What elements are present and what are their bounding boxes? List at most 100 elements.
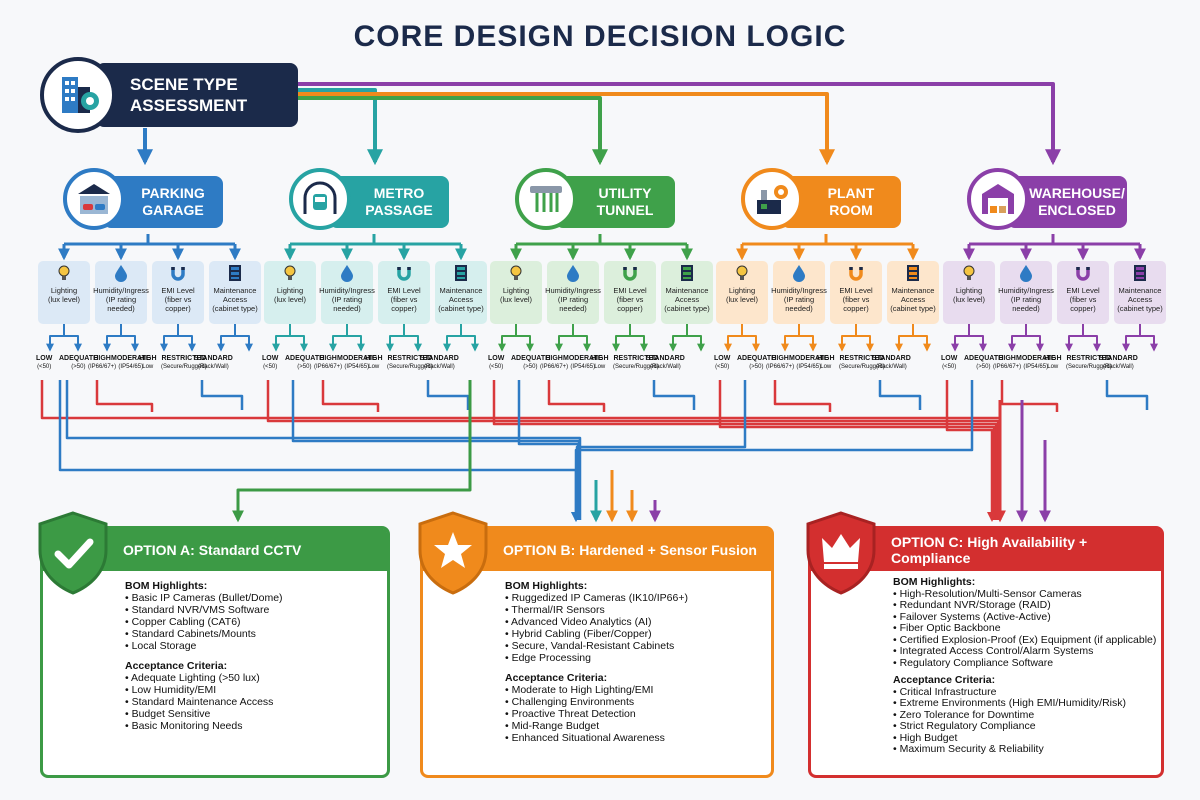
metro-train-icon — [289, 168, 351, 230]
level-name: STANDARD — [1099, 355, 1138, 362]
connector-root-to-plant — [298, 92, 835, 166]
connector-root-to-utility — [298, 96, 608, 166]
connector-to-option-b-blue — [58, 380, 581, 522]
factor-sublabel: (lux level) — [47, 295, 81, 304]
connector-factor-split — [838, 324, 857, 352]
factor-label: Humidity/Ingress — [771, 286, 827, 295]
factor-sublabel: (fiber vs copper) — [390, 295, 418, 313]
level-name: ADEQUATE — [964, 355, 1003, 362]
list-item: Standard Cabinets/Mounts — [125, 628, 387, 640]
factor-label: EMI Level — [613, 286, 647, 295]
connector-factor-split — [630, 335, 648, 352]
factor-label: Humidity/Ingress — [998, 286, 1054, 295]
list-item: Advanced Video Analytics (AI) — [505, 616, 771, 628]
scene-line2: ENCLOSED — [1038, 202, 1116, 218]
factor-card-server-cabinet: Maintenance Access (cabinet type) — [435, 261, 487, 324]
magnet-icon — [395, 264, 413, 286]
factor-card-server-cabinet: Maintenance Access (cabinet type) — [887, 261, 939, 324]
connector-high-ingress — [321, 380, 380, 412]
level-detail: (IP54/65) — [344, 364, 370, 370]
list-item: Failover Systems (Active-Active) — [893, 611, 1161, 624]
connector-factor-split — [1083, 335, 1101, 352]
factor-card-lightbulb: Lighting (lux level) — [716, 261, 768, 324]
list-item: Basic IP Cameras (Bullet/Dome) — [125, 592, 387, 604]
server-cabinet-icon — [904, 264, 922, 286]
acceptance-heading: Acceptance Criteria: — [893, 674, 996, 686]
level-label: MODERATE(IP54/65) — [563, 355, 603, 371]
connector-high-ingress — [547, 380, 606, 412]
factor-sublabel: (lux level) — [499, 295, 533, 304]
level-name: STANDARD — [646, 355, 685, 362]
connector-factor-split — [724, 324, 743, 352]
level-label: LOW(<50) — [488, 355, 504, 371]
level-detail: (IP66/67+) — [314, 364, 343, 370]
connector-standard-access — [652, 380, 696, 410]
connector-factor-split — [347, 335, 365, 352]
factor-label: Maintenance Access — [665, 286, 709, 304]
connector-factor-split — [178, 335, 196, 352]
level-detail: (IP66/67+) — [993, 364, 1022, 370]
connector-factor-split — [895, 324, 914, 352]
factor-sublabel: (IP rating needed) — [1010, 295, 1042, 313]
level-name: HIGH — [1044, 355, 1062, 362]
level-detail: (Rack/Wall) — [649, 364, 681, 370]
level-detail: (<50) — [263, 364, 278, 370]
level-label: HIGH(IP66/67+) — [993, 355, 1021, 371]
level-name: MODERATE — [111, 355, 151, 362]
option-a-acceptance-list: Adequate Lighting (>50 lux) Low Humidity… — [125, 672, 387, 732]
level-label: RESTRICTED(Secure/Rugged) — [613, 355, 659, 371]
bom-heading: BOM Highlights: — [893, 576, 976, 588]
scene-line2: ROOM — [829, 202, 873, 218]
connector-factor-split — [103, 324, 122, 352]
connector-factor-split — [290, 335, 308, 352]
list-item: Low Humidity/EMI — [125, 684, 387, 696]
level-name: HIGH — [771, 355, 789, 362]
factor-card-water-drop: Humidity/Ingress (IP rating needed) — [545, 261, 601, 324]
connector-factor-split — [64, 335, 82, 352]
factor-sublabel: (cabinet type) — [438, 304, 484, 313]
level-name: HIGH — [817, 355, 835, 362]
level-label: RESTRICTED(Secure/Rugged) — [387, 355, 433, 371]
level-detail: (>50) — [976, 364, 991, 370]
bom-heading: BOM Highlights: — [125, 580, 208, 592]
lightbulb-icon — [733, 264, 751, 286]
magnet-icon — [169, 264, 187, 286]
acceptance-heading: Acceptance Criteria: — [505, 672, 608, 684]
acceptance-heading: Acceptance Criteria: — [125, 660, 228, 672]
level-name: MODERATE — [789, 355, 829, 362]
scene-line1: PARKING — [141, 185, 205, 201]
pipes-icon — [515, 168, 577, 230]
level-name: ADEQUATE — [511, 355, 550, 362]
list-item: Redundant NVR/Storage (RAID) — [893, 599, 1161, 612]
level-label: HIGH(IP66/67+) — [88, 355, 116, 371]
option-b-bom-list: Ruggedized IP Cameras (IK10/IP66+) Therm… — [505, 592, 771, 664]
factor-sublabel: (IP rating needed) — [105, 295, 137, 313]
level-detail: (IP54/65) — [118, 364, 144, 370]
list-item: Mid-Range Budget — [505, 720, 771, 732]
level-detail: (<50) — [715, 364, 730, 370]
level-name: STANDARD — [420, 355, 459, 362]
level-label: MODERATE(IP54/65) — [1016, 355, 1056, 371]
factor-card-magnet: EMI Level (fiber vs copper) — [378, 261, 430, 324]
factor-sublabel: (cabinet type) — [1117, 304, 1163, 313]
connector-to-option-a — [232, 380, 472, 523]
level-detail: (>50) — [523, 364, 538, 370]
list-item: High Budget — [893, 732, 1161, 745]
connector-factor-split — [1122, 324, 1141, 352]
level-detail: (Rack/Wall) — [423, 364, 455, 370]
level-detail: Low — [1047, 364, 1059, 370]
connector-standard-access — [1105, 380, 1149, 410]
factor-sublabel: (IP rating needed) — [783, 295, 815, 313]
level-label: MODERATE(IP54/65) — [337, 355, 377, 371]
connector-factor-split — [46, 324, 65, 352]
factor-card-water-drop: Humidity/Ingress (IP rating needed) — [771, 261, 827, 324]
level-name: HIGH — [93, 355, 111, 362]
level-name: RESTRICTED — [161, 355, 207, 362]
factor-label: Humidity/Ingress — [319, 286, 375, 295]
connector-low-to-option-c — [945, 380, 997, 522]
factor-label: EMI Level — [1066, 286, 1100, 295]
